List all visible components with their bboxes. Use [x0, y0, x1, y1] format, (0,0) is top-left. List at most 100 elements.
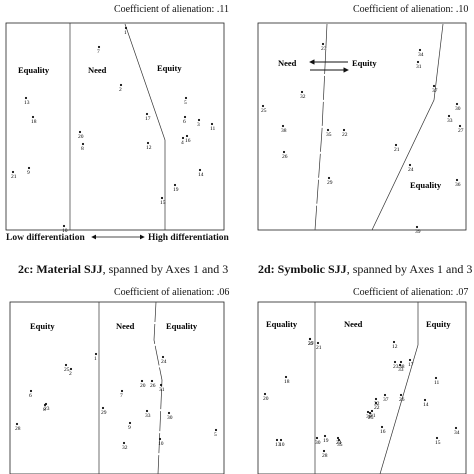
point-label-2c-10: 10: [158, 441, 164, 447]
point-label-2a-10: 10: [62, 228, 68, 234]
region-2b-equity: Equity: [352, 58, 377, 68]
point-2a-15: [160, 196, 164, 200]
point-label-2a-13: 13: [24, 100, 30, 106]
point-label-2a-18: 18: [31, 119, 37, 125]
point-2a-21: [11, 170, 15, 174]
point-2c-28: [15, 422, 19, 426]
point-label-2c-5: 5: [214, 432, 217, 438]
point-label-2a-20: 20: [78, 134, 84, 140]
point-2d-10: [279, 438, 283, 442]
panel-2d-frame: [257, 301, 467, 474]
panel-2b: Need Equity Equality 2122232425262729303…: [257, 22, 467, 235]
point-label-2b-39: 39: [415, 229, 421, 235]
point-2c-29: [101, 406, 105, 410]
point-2d-13: [275, 438, 279, 442]
point-2d-36: [366, 410, 370, 414]
point-label-2c-20: 20: [140, 383, 146, 389]
region-2d-need: Need: [344, 319, 363, 329]
point-2d-18: [284, 375, 288, 379]
point-2d-25: [368, 411, 372, 415]
point-label-2d-32: 32: [374, 401, 380, 407]
region-2b-equality: Equality: [410, 180, 442, 190]
point-label-2b-31: 31: [416, 64, 422, 70]
point-label-2b-30: 30: [455, 106, 461, 112]
point-2d-39: [308, 337, 312, 341]
point-2a-6: [183, 115, 187, 119]
point-2b-30: [455, 102, 459, 106]
point-2a-10: [62, 224, 66, 228]
point-label-2d-13: 13: [275, 442, 281, 448]
point-label-2a-7: 7: [97, 49, 100, 55]
panel-2c-divider-right: [153, 301, 163, 474]
point-label-2c-1: 1: [94, 356, 97, 362]
point-2b-26: [282, 150, 286, 154]
point-2d-33: [398, 363, 402, 367]
panel-2d: Equality Need Equity 1011121314151617181…: [257, 301, 467, 474]
coefficient-2a: Coefficient of alienation: .11: [114, 4, 229, 15]
point-label-2d-19: 19: [323, 438, 329, 444]
point-label-2a-8: 8: [81, 146, 84, 152]
point-label-2d-36: 36: [366, 414, 372, 420]
point-label-2a-2: 2: [119, 87, 122, 93]
point-2a-14: [198, 168, 202, 172]
point-2d-16: [380, 425, 384, 429]
point-label-2b-34: 34: [418, 52, 424, 58]
point-label-2c-32: 32: [122, 445, 128, 451]
panel-2d-divider-right: [379, 302, 419, 474]
point-label-2d-39: 39: [308, 341, 314, 347]
point-label-2a-4: 4: [181, 140, 184, 146]
point-label-2d-26: 26: [399, 397, 405, 403]
point-2b-32: [300, 90, 304, 94]
point-label-2d-38: 38: [399, 364, 405, 370]
point-label-2b-25: 25: [261, 108, 267, 114]
panel-2b-frame: [257, 22, 467, 231]
point-2d-14: [423, 398, 427, 402]
point-label-2d-12: 12: [392, 344, 398, 350]
point-label-2d-25: 25: [368, 415, 374, 421]
point-2d-38: [399, 360, 403, 364]
point-label-2c-31: 31: [159, 387, 165, 393]
point-2a-1: [124, 26, 128, 30]
point-2a-18: [31, 115, 35, 119]
point-2c-24: [161, 355, 165, 359]
caption-2c-title: 2c: Material SJJ: [18, 262, 103, 276]
point-label-2a-3: 3: [197, 122, 200, 128]
point-2a-5: [184, 96, 188, 100]
point-2a-13: [24, 96, 28, 100]
point-2a-9: [27, 166, 31, 170]
point-label-2a-16: 16: [185, 138, 191, 144]
point-label-2b-29: 29: [327, 180, 333, 186]
point-label-2c-23: 23: [44, 406, 50, 412]
point-2c-9: [128, 421, 132, 425]
panel-2b-divider-left: [314, 23, 328, 231]
point-2c-6: [29, 389, 33, 393]
panel-2a-divider-right: [124, 23, 166, 230]
point-2c-31: [159, 383, 163, 387]
point-label-2d-20: 20: [263, 396, 269, 402]
point-label-2d-21: 21: [316, 345, 322, 351]
point-2a-16: [185, 134, 189, 138]
point-label-2a-11: 11: [210, 126, 216, 132]
point-label-2d-35: 35: [337, 442, 343, 448]
point-label-2b-36: 36: [455, 182, 461, 188]
point-2a-8: [81, 142, 85, 146]
point-label-2d-27: 27: [308, 341, 314, 347]
point-2d-34: [454, 426, 458, 430]
panel-2b-divider-right: [371, 23, 444, 231]
point-2d-23: [393, 360, 397, 364]
point-2c-20: [140, 379, 144, 383]
point-2a-11: [210, 122, 214, 126]
point-2d-11: [434, 376, 438, 380]
point-label-2c-29: 29: [101, 410, 107, 416]
point-2d-32: [374, 397, 378, 401]
point-2a-4: [181, 136, 185, 140]
point-label-2d-33: 33: [398, 367, 404, 373]
point-2b-37: [432, 84, 436, 88]
point-2d-19: [323, 434, 327, 438]
region-2c-equality: Equality: [166, 321, 198, 331]
point-2b-29: [327, 176, 331, 180]
point-label-2c-8: 8: [43, 407, 46, 413]
point-2a-12: [146, 141, 150, 145]
point-label-2d-22: 22: [374, 405, 380, 411]
